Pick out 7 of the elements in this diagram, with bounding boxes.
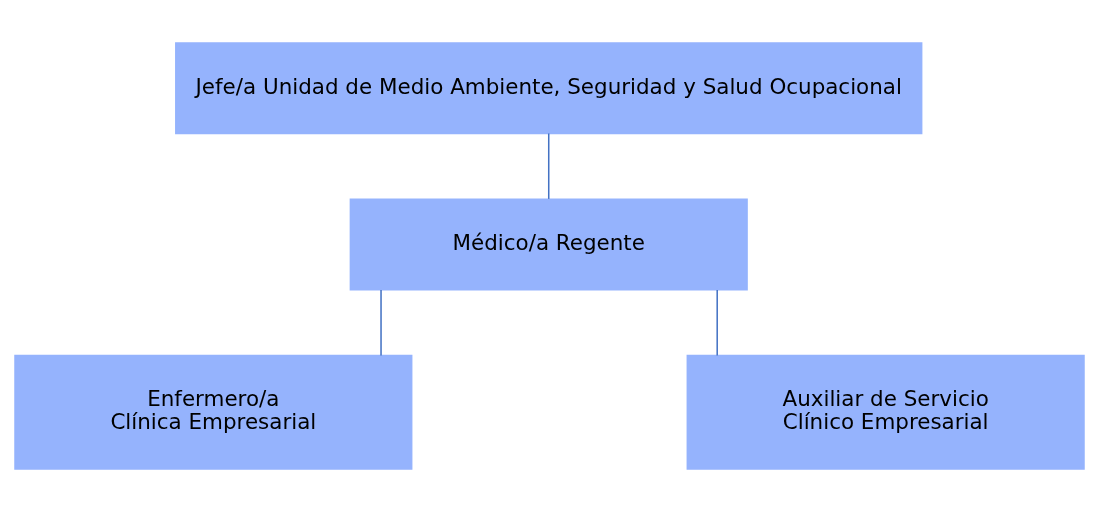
node-box: Enfermero/a Clínica Empresarial (14, 354, 413, 470)
node-box: Médico/a Regente (349, 198, 748, 290)
node-box: Jefe/a Unidad de Medio Ambiente, Seguridad y Salud Ocupacional (175, 41, 923, 134)
connector (547, 132, 550, 200)
node-box: Auxiliar de Servicio Clínico Empresarial (686, 354, 1085, 470)
connector (716, 288, 718, 356)
connector (380, 288, 382, 356)
